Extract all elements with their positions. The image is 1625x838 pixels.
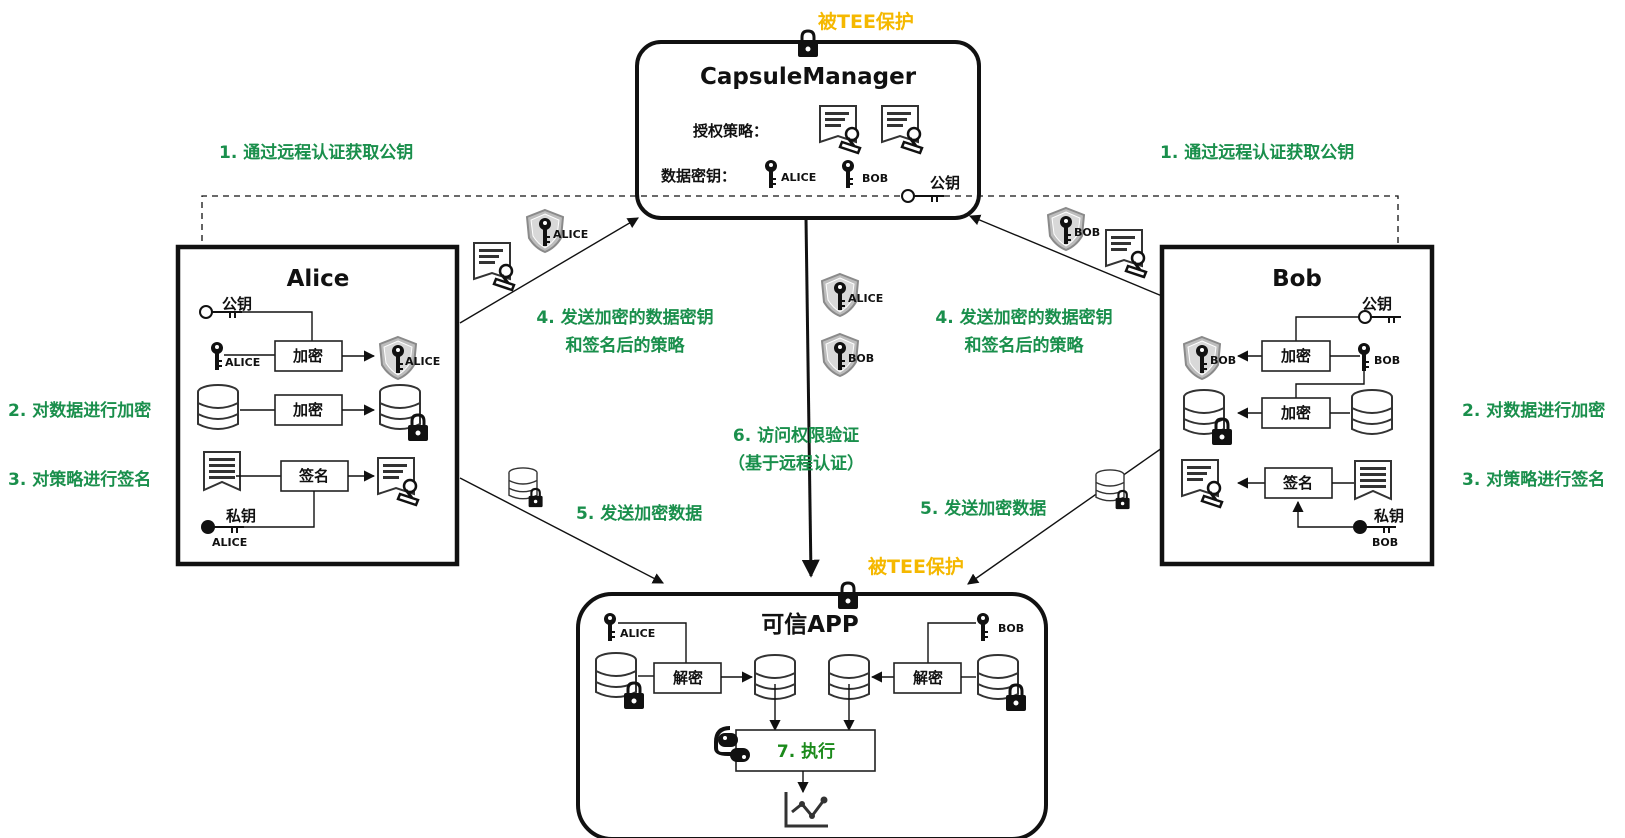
python-icon [714,726,750,762]
key-owner-label: ALICE [848,292,883,305]
step7-label: 7. 执行 [777,741,835,762]
encrypt-label: 加密 [1280,404,1311,422]
execute-box [735,729,876,772]
key-owner-label: BOB [1374,354,1400,367]
key-owner-label: ALICE [620,627,655,640]
encrypt-label: 加密 [292,347,323,365]
key-owner-label: BOB [1074,226,1100,239]
bob-title: Bob [1272,266,1322,292]
step4-left-line1: 4. 发送加密的数据密钥 [536,307,713,328]
connector [1295,371,1365,398]
step5-arrow-alice [459,477,664,584]
tee-lock-icon [796,29,820,59]
decrypt-box-alice [653,662,722,694]
step3-right: 3. 对策略进行签名 [1462,469,1605,490]
bob-panel: Bob 公钥 BOB 加密 BOB 加密 签名 私钥 BOB [1159,244,1435,567]
step2-left: 2. 对数据进行加密 [8,400,151,421]
step1-right: 1. 通过远程认证获取公钥 [1160,142,1354,163]
tee-label: 被TEE保护 [818,10,914,33]
connector [240,491,315,528]
capsule-manager-title: CapsuleManager [700,64,917,90]
pubkey-dist-left [196,195,900,302]
policy-label: 授权策略： [693,122,768,140]
signed-policy-icon [1104,228,1148,279]
tee-lock-icon [836,581,860,611]
key-owner-label: ALICE [212,536,247,549]
arrow [1292,500,1353,528]
encrypted-database-icon [1095,469,1131,511]
encrypt-data-box [274,394,343,426]
signed-policy-icon [472,241,516,292]
private-key-label: 私钥 [1373,507,1404,525]
trusted-app-title: 可信APP [761,611,859,638]
private-key-label: 私钥 [225,507,256,525]
sign-box [1264,467,1333,499]
key-owner-label: BOB [1210,354,1236,367]
public-key-label: 公钥 [222,295,252,313]
key-owner-label: BOB [848,352,874,365]
connector [242,311,313,341]
sign-label: 签名 [1282,474,1313,492]
connector [927,622,976,663]
step5-arrow-bob [967,447,1163,585]
connector [1295,316,1359,341]
step4-arrow-bob [968,214,1163,297]
step6-line1: 6. 访问权限验证 [733,425,859,446]
key-owner-label: BOB [998,622,1024,635]
decrypt-label: 解密 [673,669,703,687]
step1-left: 1. 通过远程认证获取公钥 [219,142,413,163]
encrypt-label: 加密 [292,401,323,419]
step4-right-line1: 4. 发送加密的数据密钥 [935,307,1112,328]
encrypt-label: 加密 [1280,347,1311,365]
alice-title: Alice [287,266,350,292]
tee-label: 被TEE保护 [868,555,964,578]
database-icon [197,384,239,430]
data-key-label: 数据密钥： [661,167,736,185]
alice-panel: Alice 公钥 ALICE 加密 ALICE 加密 签名 私钥 ALICE [175,244,460,567]
step3-left: 3. 对策略进行签名 [8,469,151,490]
key-owner-label: ALICE [405,355,440,368]
capsule-manager: 被TEE保护 CapsuleManager 授权策略： 数据密钥： ALICE … [635,10,981,220]
step6-arrow [801,217,820,578]
connector [618,622,687,663]
encrypt-key-box [274,340,343,372]
encrypt-data-box [1261,397,1331,429]
chart-result-icon [784,792,828,828]
step4-left-line2: 和签名后的策略 [566,335,686,356]
key-owner-label: BOB [862,172,888,185]
step6-line2: （基于远程认证） [728,453,864,474]
public-key-label: 公钥 [930,174,960,192]
decrypt-box-bob [893,662,962,694]
database-icon [1351,389,1393,435]
decrypt-label: 解密 [913,669,943,687]
key-owner-label: ALICE [553,228,588,241]
step2-right: 2. 对数据进行加密 [1462,400,1605,421]
key-owner-label: BOB [1372,536,1398,549]
step4-right-line2: 和签名后的策略 [965,335,1085,356]
step5-left: 5. 发送加密数据 [576,503,702,524]
step4-arrow-alice [459,217,639,324]
key-owner-label: ALICE [225,356,260,369]
sign-label: 签名 [298,467,329,485]
encrypted-database-icon [508,467,544,509]
step5-right: 5. 发送加密数据 [920,498,1046,519]
trusted-app: 被TEE保护 可信APP ALICE 解密 BOB 解密 [576,555,1048,838]
public-key-label: 公钥 [1362,295,1392,313]
key-owner-label: ALICE [781,171,816,184]
sign-box [280,460,349,492]
